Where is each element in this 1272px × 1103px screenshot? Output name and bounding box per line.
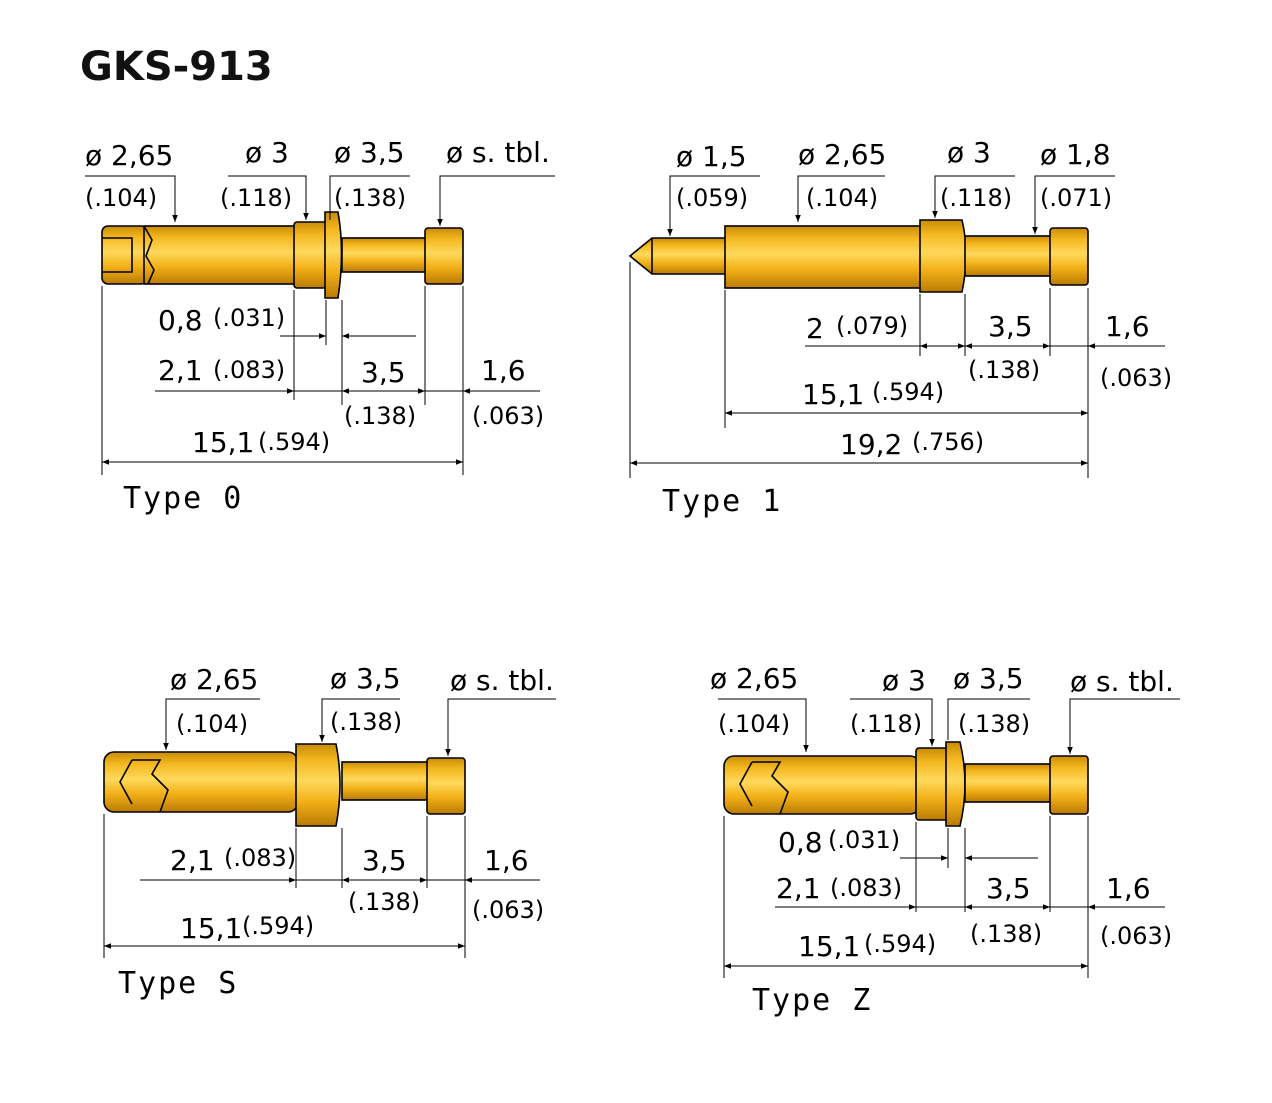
type-0-len-151: 15,1 <box>192 426 254 459</box>
type-z-len-21-inch: (.083) <box>830 874 902 902</box>
type-z-pin <box>723 741 1089 827</box>
type-s-len-35: 3,5 <box>362 844 407 877</box>
type-1-dia-2: ø 2,65 <box>798 138 886 171</box>
type-1-len-16: 1,6 <box>1105 310 1150 343</box>
type-s-dia-3: ø s. tbl. <box>450 664 554 697</box>
type-z-len-16-inch: (.063) <box>1100 922 1172 950</box>
type-s-len-21: 2,1 <box>170 844 215 877</box>
type-0-label: Type 0 <box>123 481 243 516</box>
type-1-len-2-inch: (.079) <box>836 312 908 340</box>
type-s-dia-1-inch: (.104) <box>176 710 248 738</box>
type-z-drawing: ø 2,65 (.104) ø 3 (.118) ø 3,5 (.138) ø … <box>710 662 1180 1018</box>
type-1-dia-2-inch: (.104) <box>806 184 878 212</box>
type-0-dia-1: ø 2,65 <box>85 139 173 172</box>
type-s-drawing: ø 2,65 (.104) ø 3,5 (.138) ø s. tbl. 2,1… <box>103 662 556 1001</box>
type-0-len-21: 2,1 <box>158 354 203 387</box>
type-z-len-16: 1,6 <box>1106 872 1151 905</box>
type-s-len-21-inch: (.083) <box>224 844 296 872</box>
type-1-len-192: 19,2 <box>840 428 902 461</box>
type-0-len-21-inch: (.083) <box>213 356 285 384</box>
type-s-dia-1: ø 2,65 <box>170 663 258 696</box>
type-1-dia-1-inch: (.059) <box>676 184 748 212</box>
type-z-len-21: 2,1 <box>776 872 821 905</box>
type-z-dia-3: ø 3,5 <box>953 662 1024 695</box>
type-z-dia-1: ø 2,65 <box>710 662 798 695</box>
type-1-len-35-inch: (.138) <box>968 356 1040 384</box>
type-1-len-151: 15,1 <box>802 378 864 411</box>
type-0-len-35-inch: (.138) <box>344 402 416 430</box>
type-0-drawing: ø 2,65 (.104) ø 3 (.118) ø 3,5 (.138) ø … <box>85 136 555 516</box>
type-s-len-16-inch: (.063) <box>472 896 544 924</box>
type-0-len-151-inch: (.594) <box>258 428 330 456</box>
type-0-dia-2: ø 3 <box>245 136 289 169</box>
type-z-len-08-inch: (.031) <box>828 826 900 854</box>
type-s-label: Type S <box>118 966 238 1001</box>
type-s-len-16: 1,6 <box>484 844 529 877</box>
type-1-dia-3: ø 3 <box>947 136 991 169</box>
type-s-len-151: 15,1 <box>180 912 242 945</box>
type-1-len-35: 3,5 <box>988 310 1033 343</box>
type-s-len-35-inch: (.138) <box>348 888 420 916</box>
type-1-dia-4: ø 1,8 <box>1040 138 1111 171</box>
type-1-pin <box>628 219 1089 293</box>
type-z-len-151-inch: (.594) <box>864 930 936 958</box>
type-1-len-192-inch: (.756) <box>912 428 984 456</box>
page-title: GKS-913 <box>80 44 273 90</box>
type-0-len-35: 3,5 <box>361 356 406 389</box>
type-z-dia-2-inch: (.118) <box>850 710 922 738</box>
type-0-len-08-inch: (.031) <box>213 304 285 332</box>
type-s-pin <box>103 743 466 827</box>
type-0-pin <box>101 211 464 299</box>
type-0-dia-3: ø 3,5 <box>334 136 405 169</box>
type-1-len-16-inch: (.063) <box>1100 364 1172 392</box>
type-0-dia-3-inch: (.138) <box>334 184 406 212</box>
type-1-drawing: ø 1,5 (.059) ø 2,65 (.104) ø 3 (.118) ø … <box>628 136 1172 519</box>
type-z-dia-4: ø s. tbl. <box>1070 665 1174 698</box>
type-0-dia-4: ø s. tbl. <box>446 136 550 169</box>
type-z-len-35-inch: (.138) <box>970 920 1042 948</box>
type-s-len-151-inch: (.594) <box>242 912 314 940</box>
type-1-len-151-inch: (.594) <box>872 378 944 406</box>
type-z-dia-3-inch: (.138) <box>958 710 1030 738</box>
type-1-dia-3-inch: (.118) <box>940 184 1012 212</box>
type-1-len-2: 2 <box>806 312 824 345</box>
type-s-dia-2: ø 3,5 <box>330 662 401 695</box>
type-z-label: Type Z <box>752 983 872 1018</box>
type-s-dia-2-inch: (.138) <box>330 708 402 736</box>
type-z-dia-2: ø 3 <box>882 664 926 697</box>
type-z-len-08: 0,8 <box>778 826 823 859</box>
type-z-len-35: 3,5 <box>986 872 1031 905</box>
type-0-dia-1-inch: (.104) <box>85 184 157 212</box>
type-z-len-151: 15,1 <box>798 930 860 963</box>
type-0-len-16: 1,6 <box>481 354 526 387</box>
type-1-label: Type 1 <box>662 484 782 519</box>
type-z-dia-1-inch: (.104) <box>718 710 790 738</box>
type-0-len-16-inch: (.063) <box>472 402 544 430</box>
type-0-len-08: 0,8 <box>158 304 203 337</box>
type-1-dia-4-inch: (.071) <box>1040 184 1112 212</box>
type-1-dia-1: ø 1,5 <box>676 140 747 173</box>
type-0-dia-2-inch: (.118) <box>220 184 292 212</box>
